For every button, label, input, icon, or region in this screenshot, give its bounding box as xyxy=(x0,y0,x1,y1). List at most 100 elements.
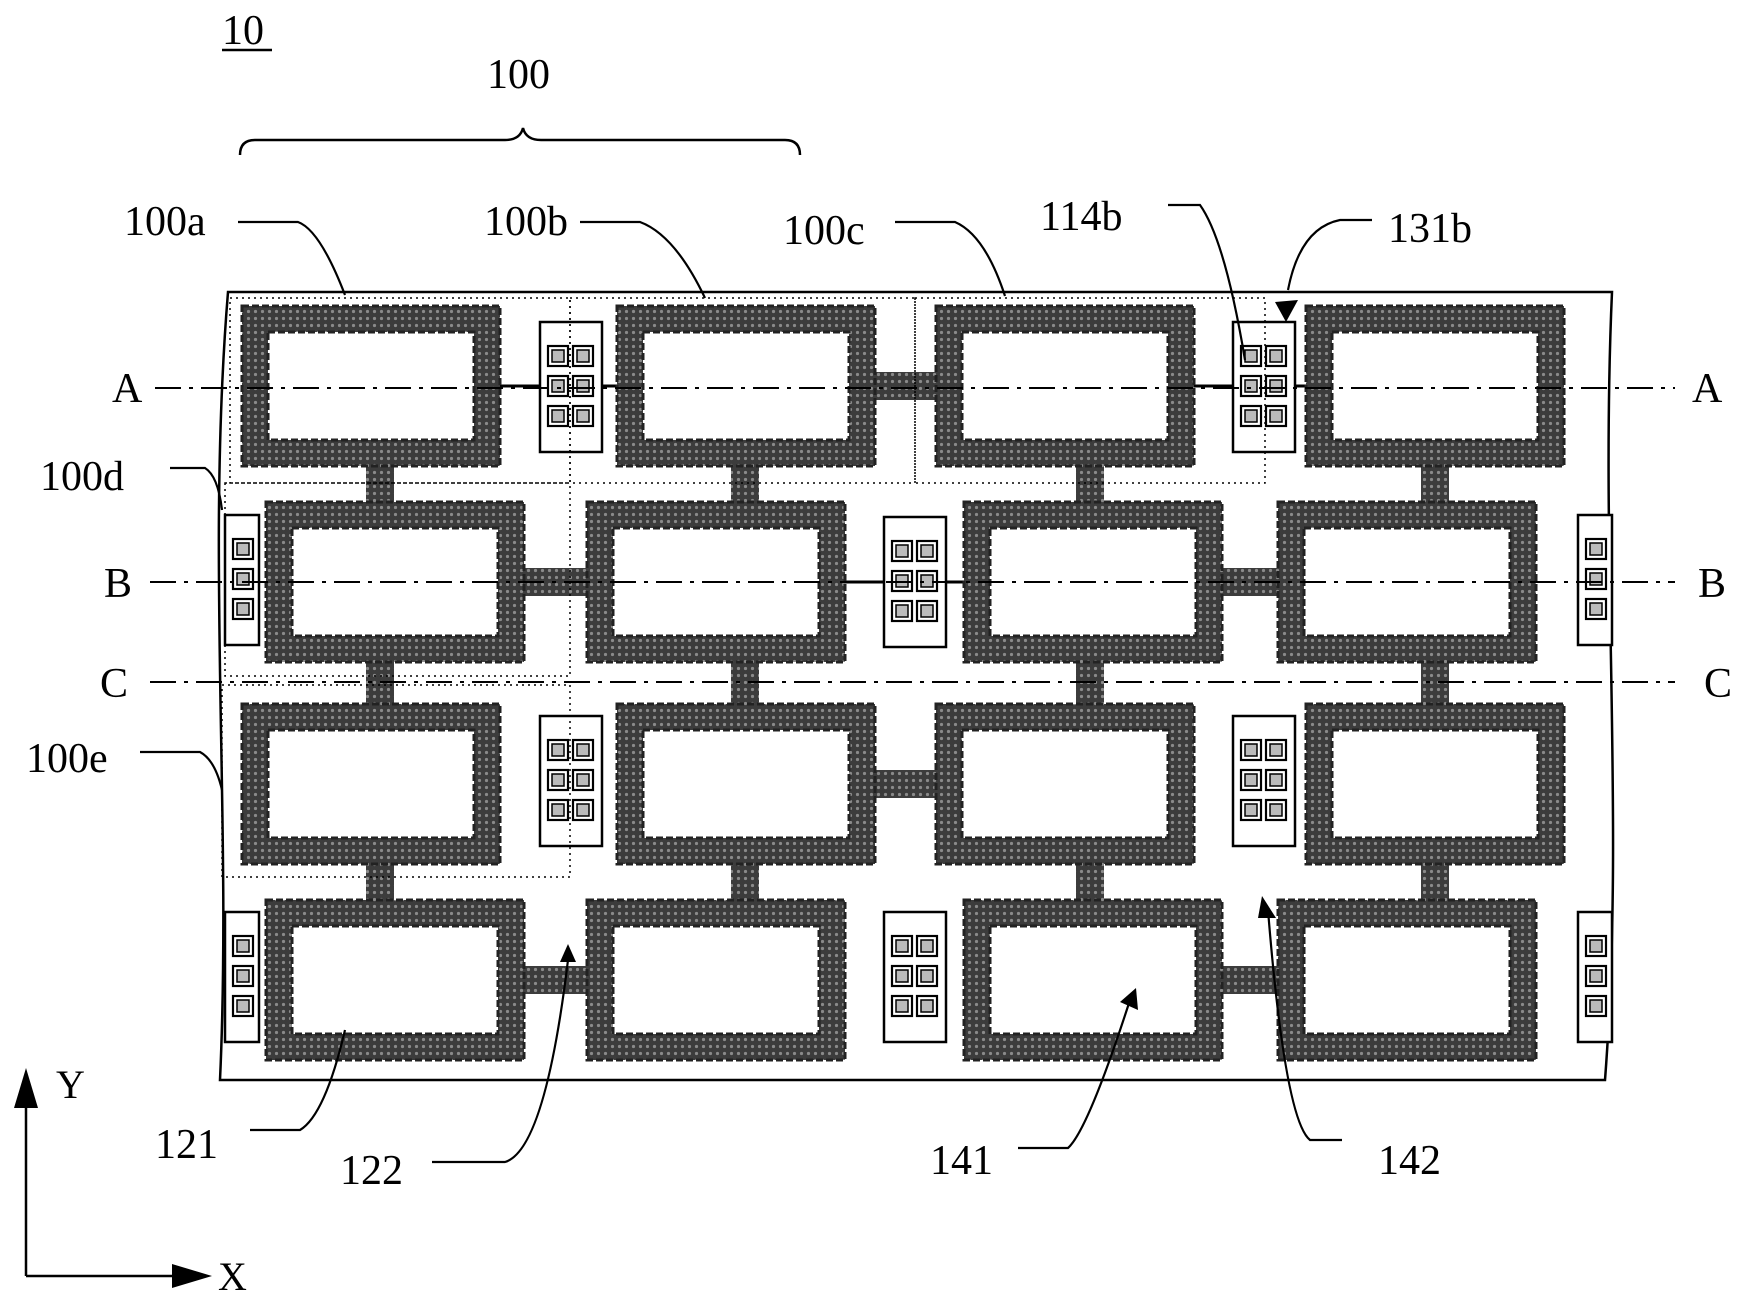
leader-142 xyxy=(1266,909,1342,1142)
section-label-c-right: C xyxy=(1704,661,1732,707)
island-window xyxy=(290,924,500,1036)
pad-contact xyxy=(1589,939,1603,953)
pad-contact xyxy=(236,939,250,953)
pad-contact xyxy=(236,542,250,556)
vertical-bridge xyxy=(366,464,394,504)
pad-contact xyxy=(1269,409,1283,423)
island-3-2 xyxy=(615,702,877,866)
horizontal-bridge xyxy=(522,966,589,994)
pad-contact xyxy=(920,604,934,618)
island-3-4 xyxy=(1304,702,1566,866)
leader-100c xyxy=(895,220,1007,297)
pad-contact xyxy=(1269,773,1283,787)
section-label-a-right: A xyxy=(1692,366,1723,412)
island-1-2 xyxy=(615,304,877,468)
pad-contact xyxy=(576,743,590,757)
horizontal-bridge xyxy=(874,372,938,400)
island-3-3 xyxy=(934,702,1196,866)
label-142: 142 xyxy=(1378,1138,1441,1184)
arrowhead-122 xyxy=(560,944,576,962)
pad-group-left-b xyxy=(223,513,261,647)
pad-contact xyxy=(895,969,909,983)
pad-contact xyxy=(236,572,250,586)
island-window xyxy=(266,330,476,442)
leader-114b xyxy=(1168,203,1247,361)
bridge-wires xyxy=(366,372,1449,994)
pad-contact xyxy=(1589,602,1603,616)
pad-contact xyxy=(1269,349,1283,363)
island-1-4 xyxy=(1304,304,1566,468)
island-4-2 xyxy=(585,898,847,1062)
vertical-bridge xyxy=(731,862,759,902)
island-window xyxy=(1302,924,1512,1036)
pad-contact xyxy=(1589,999,1603,1013)
unit-boundaries xyxy=(221,297,1266,878)
island-3-1 xyxy=(240,702,502,866)
pad-contact xyxy=(236,602,250,616)
vertical-bridge xyxy=(1076,862,1104,902)
unit-100b-boundary xyxy=(569,297,916,484)
pad-contact xyxy=(1589,969,1603,983)
label-131b: 131b xyxy=(1388,206,1472,252)
section-label-b-right: B xyxy=(1698,561,1726,607)
pad-contact xyxy=(920,939,934,953)
pad-group-right-d xyxy=(1576,910,1614,1044)
leader-141 xyxy=(1018,999,1132,1150)
pad-contact xyxy=(576,379,590,393)
pad-contact xyxy=(1269,803,1283,817)
pad-contact xyxy=(576,349,590,363)
pad-contact xyxy=(551,379,565,393)
pad-contact xyxy=(1244,803,1258,817)
pad-contact xyxy=(576,773,590,787)
arrowhead-141 xyxy=(1120,988,1138,1010)
island-4-4 xyxy=(1276,898,1538,1062)
label-100a: 100a xyxy=(124,199,206,245)
vertical-bridge xyxy=(1076,464,1104,504)
pad-contact xyxy=(895,939,909,953)
coordinate-axes: Y X xyxy=(14,1062,247,1299)
pad-contact xyxy=(236,969,250,983)
leader-100a xyxy=(238,220,347,296)
island-1-3 xyxy=(934,304,1196,468)
island-window xyxy=(960,330,1170,442)
pad-contact xyxy=(1269,379,1283,393)
pad-contact xyxy=(920,544,934,558)
vertical-bridge xyxy=(731,464,759,504)
island-window xyxy=(1330,330,1540,442)
pad-contact xyxy=(551,803,565,817)
pad-contact xyxy=(920,969,934,983)
island-window xyxy=(641,728,851,840)
leader-100b xyxy=(580,220,706,299)
pad-group-3 xyxy=(538,714,604,848)
pad-contact xyxy=(895,604,909,618)
label-100c: 100c xyxy=(783,208,865,254)
pad-contact xyxy=(1589,572,1603,586)
section-label-a-left: A xyxy=(112,366,143,412)
section-lines xyxy=(150,387,1675,683)
pad-contact xyxy=(895,999,909,1013)
vertical-bridge xyxy=(1421,464,1449,504)
pad-contact xyxy=(1244,743,1258,757)
x-axis-arrowhead xyxy=(172,1264,212,1288)
label-100b: 100b xyxy=(484,199,568,245)
pad-contact xyxy=(551,773,565,787)
island-4-1 xyxy=(264,898,526,1062)
horizontal-bridge xyxy=(1220,966,1280,994)
pad-contact xyxy=(1244,409,1258,423)
pad-contact xyxy=(895,544,909,558)
unit-100e-boundary xyxy=(221,684,571,878)
label-122: 122 xyxy=(340,1148,403,1194)
pad-contact xyxy=(236,999,250,1013)
label-141: 141 xyxy=(930,1138,993,1184)
y-axis-label: Y xyxy=(56,1062,85,1107)
arrowhead-142 xyxy=(1258,896,1276,918)
label-121: 121 xyxy=(155,1122,218,1168)
pad-group-5 xyxy=(882,910,948,1044)
island-window xyxy=(266,728,476,840)
pad-contact xyxy=(551,409,565,423)
vertical-bridge xyxy=(366,862,394,902)
island-window xyxy=(960,728,1170,840)
pad-contact xyxy=(920,999,934,1013)
vertical-bridge xyxy=(1421,862,1449,902)
